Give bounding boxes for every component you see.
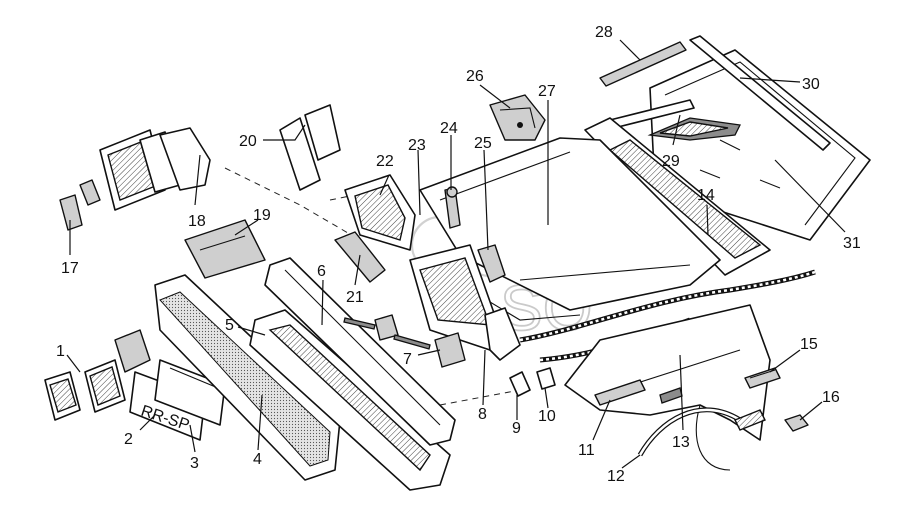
callout-5: 5: [225, 317, 234, 334]
lamp-bracket: [114, 329, 151, 373]
callout-18: 18: [188, 213, 206, 230]
bumper-reinforcement: [264, 257, 456, 446]
hood-hinge-spring: [279, 104, 341, 191]
callout-7: 7: [403, 351, 412, 368]
callout-17: 17: [61, 260, 79, 277]
roof-trim-strip: [599, 41, 687, 87]
callout-28: 28: [595, 24, 613, 41]
callout-10: 10: [538, 408, 556, 425]
retaining-clip: [784, 414, 809, 432]
callout-13: 13: [672, 434, 690, 451]
release-lever: [484, 307, 521, 361]
cowl-panel: [584, 117, 771, 276]
hood-hinge: [489, 94, 546, 141]
callout-14: 14: [697, 187, 715, 204]
radiator-grille: [344, 174, 416, 251]
windshield-upper-molding: [689, 35, 831, 151]
front-fender: [564, 304, 771, 471]
wiper-assembly: [609, 99, 741, 141]
callout-labels: 1 2 3 4 5 6 7 8 9 10 11 12 13 14 15 16 1…: [56, 24, 861, 485]
safety-catch: [477, 244, 506, 283]
callout-15: 15: [800, 336, 818, 353]
callout-23: 23: [408, 137, 426, 154]
callout-4: 4: [253, 451, 262, 468]
headlamp-mount-panel: [184, 219, 266, 279]
callout-19: 19: [253, 207, 271, 224]
leader-lines: [66, 39, 846, 469]
callout-20: 20: [239, 133, 257, 150]
callout-8: 8: [478, 406, 487, 423]
latch-bolt: [444, 186, 461, 229]
fog-lamp: [44, 359, 126, 421]
fender-brace: [594, 379, 646, 406]
callout-22: 22: [376, 153, 394, 170]
license-plate-holder: [154, 359, 226, 426]
callout-11: 11: [578, 442, 595, 459]
callout-3: 3: [190, 455, 199, 472]
callout-29: 29: [662, 153, 680, 170]
callout-26: 26: [466, 68, 484, 85]
callout-2: 2: [124, 431, 133, 448]
callout-1: 1: [56, 343, 65, 360]
hood-latch: [409, 244, 501, 351]
callout-30: 30: [802, 76, 820, 93]
adjusting-bolt: [509, 371, 531, 397]
callout-16: 16: [822, 389, 840, 406]
indicator-lamp: [59, 179, 101, 231]
callout-31: 31: [843, 235, 861, 252]
callout-12: 12: [607, 468, 625, 485]
callout-27: 27: [538, 83, 556, 100]
callout-21: 21: [346, 289, 364, 306]
callout-6: 6: [317, 263, 326, 280]
front-bumper: [154, 274, 341, 481]
headlamp: [99, 127, 211, 211]
bumper-support: [249, 309, 451, 491]
callout-25: 25: [474, 135, 492, 152]
callout-24: 24: [440, 120, 458, 137]
hood-bumper-stops: [343, 314, 466, 368]
callout-9: 9: [512, 420, 521, 437]
rubber-stop: [536, 367, 556, 390]
fender-badge: [734, 409, 766, 431]
